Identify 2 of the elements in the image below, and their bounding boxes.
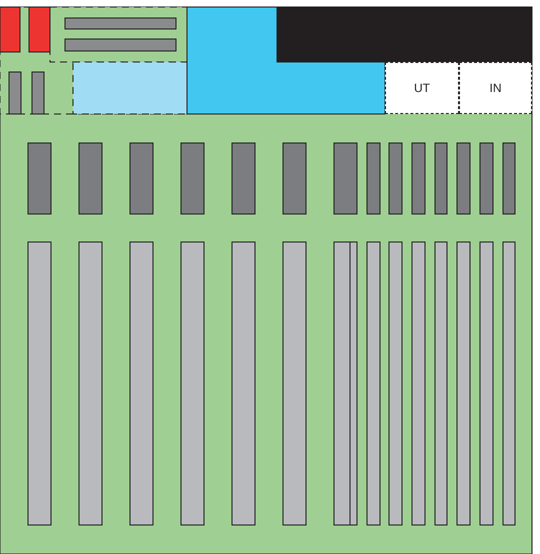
- room-area: IN: [459, 62, 532, 114]
- room-area: UT: [385, 62, 459, 114]
